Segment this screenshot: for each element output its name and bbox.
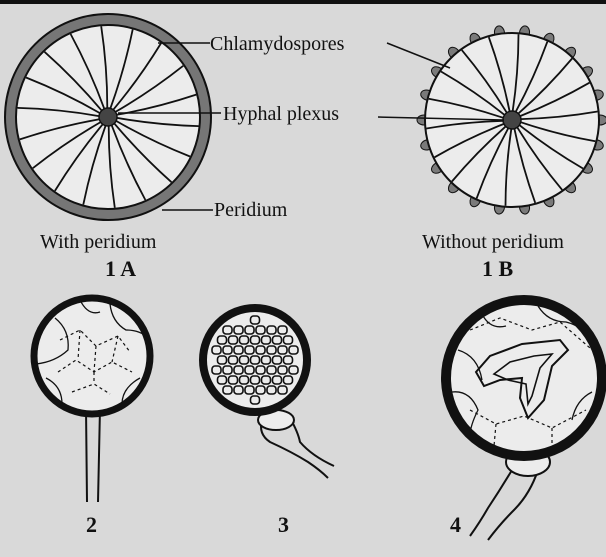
chlamydospore-cell xyxy=(273,376,282,384)
leader-chlamydospores-right xyxy=(387,43,450,68)
chlamydospore-cell xyxy=(256,386,265,394)
sporocarp-figure-2 xyxy=(34,298,150,502)
chlamydospore-cell xyxy=(262,376,271,384)
chlamydospore-cell xyxy=(267,366,276,374)
hyphal-plexus-1b xyxy=(503,111,521,129)
hyphal-plexus-1a xyxy=(99,108,117,126)
figure-number-2: 2 xyxy=(86,512,97,537)
chlamydospore-cell xyxy=(245,366,254,374)
chlamydospore-cell xyxy=(251,396,260,404)
figure-number-1a: 1 A xyxy=(105,256,136,281)
chlamydospore-cell xyxy=(240,356,249,364)
chlamydospore-cell xyxy=(256,326,265,334)
chlamydospore-cell xyxy=(256,366,265,374)
label-peridium: Peridium xyxy=(214,199,288,221)
chlamydospore-cell xyxy=(278,326,287,334)
chlamydospore-cell xyxy=(284,356,293,364)
label-hyphal-plexus: Hyphal plexus xyxy=(223,103,339,125)
label-chlamydospores: Chlamydospores xyxy=(210,33,345,55)
chlamydospore-cell xyxy=(223,346,232,354)
chlamydospore-cell xyxy=(267,386,276,394)
sporocarp-figure-4 xyxy=(446,300,602,540)
chlamydospore-cell xyxy=(245,346,254,354)
chlamydospore-cell xyxy=(262,336,271,344)
stalk-2 xyxy=(86,408,100,502)
chlamydospore-cell xyxy=(229,336,238,344)
chlamydospore-cell xyxy=(278,386,287,394)
chlamydospore-cell xyxy=(278,366,287,374)
chlamydospore-cell xyxy=(262,356,271,364)
chlamydospore-cell xyxy=(284,376,293,384)
peridium-2 xyxy=(34,298,150,414)
figure-number-3: 3 xyxy=(278,512,289,537)
chlamydospore-cell xyxy=(267,326,276,334)
peridium-4 xyxy=(446,300,602,456)
chlamydospore-cell xyxy=(251,376,260,384)
chlamydospore-cell xyxy=(251,316,260,324)
caption-with-peridium: With peridium xyxy=(40,231,157,253)
figure-number-4: 4 xyxy=(450,512,461,537)
chlamydospore-cell xyxy=(267,346,276,354)
chlamydospore-cell xyxy=(240,376,249,384)
chlamydospore-cell xyxy=(234,326,243,334)
chlamydospore-cell xyxy=(240,336,249,344)
chlamydospore-cell xyxy=(223,366,232,374)
chlamydospore-cell xyxy=(284,336,293,344)
sporocarp-figure-3 xyxy=(203,308,334,478)
chlamydospore-cell xyxy=(251,336,260,344)
chlamydospore-cell xyxy=(234,346,243,354)
chlamydospore-cell xyxy=(223,326,232,334)
chlamydospore-cell xyxy=(234,366,243,374)
chlamydospore-cell xyxy=(256,346,265,354)
chlamydospore-cell xyxy=(218,356,227,364)
stalk-4 xyxy=(470,470,538,540)
chlamydospore-cell xyxy=(245,386,254,394)
figure-number-1b: 1 B xyxy=(482,256,514,281)
chlamydospore-cell xyxy=(251,356,260,364)
sporocarp-without-peridium xyxy=(417,25,606,214)
chlamydospore-cell xyxy=(229,356,238,364)
sporocarp-with-peridium xyxy=(5,14,211,220)
chlamydospore-cell xyxy=(218,336,227,344)
chlamydospore-cell xyxy=(273,356,282,364)
chlamydospore-cell xyxy=(229,376,238,384)
chlamydospore-cell xyxy=(212,346,221,354)
top-border xyxy=(0,0,606,4)
chlamydospore-cell xyxy=(218,376,227,384)
chlamydospore-cell xyxy=(245,326,254,334)
chlamydospore-cell xyxy=(212,366,221,374)
chlamydospore-cell xyxy=(278,346,287,354)
caption-without-peridium: Without peridium xyxy=(422,231,564,253)
chlamydospore-cell xyxy=(223,386,232,394)
chlamydospore-cell xyxy=(289,366,298,374)
chlamydospore-cell xyxy=(289,346,298,354)
chlamydospore-cell xyxy=(234,386,243,394)
chlamydospore-cell xyxy=(273,336,282,344)
